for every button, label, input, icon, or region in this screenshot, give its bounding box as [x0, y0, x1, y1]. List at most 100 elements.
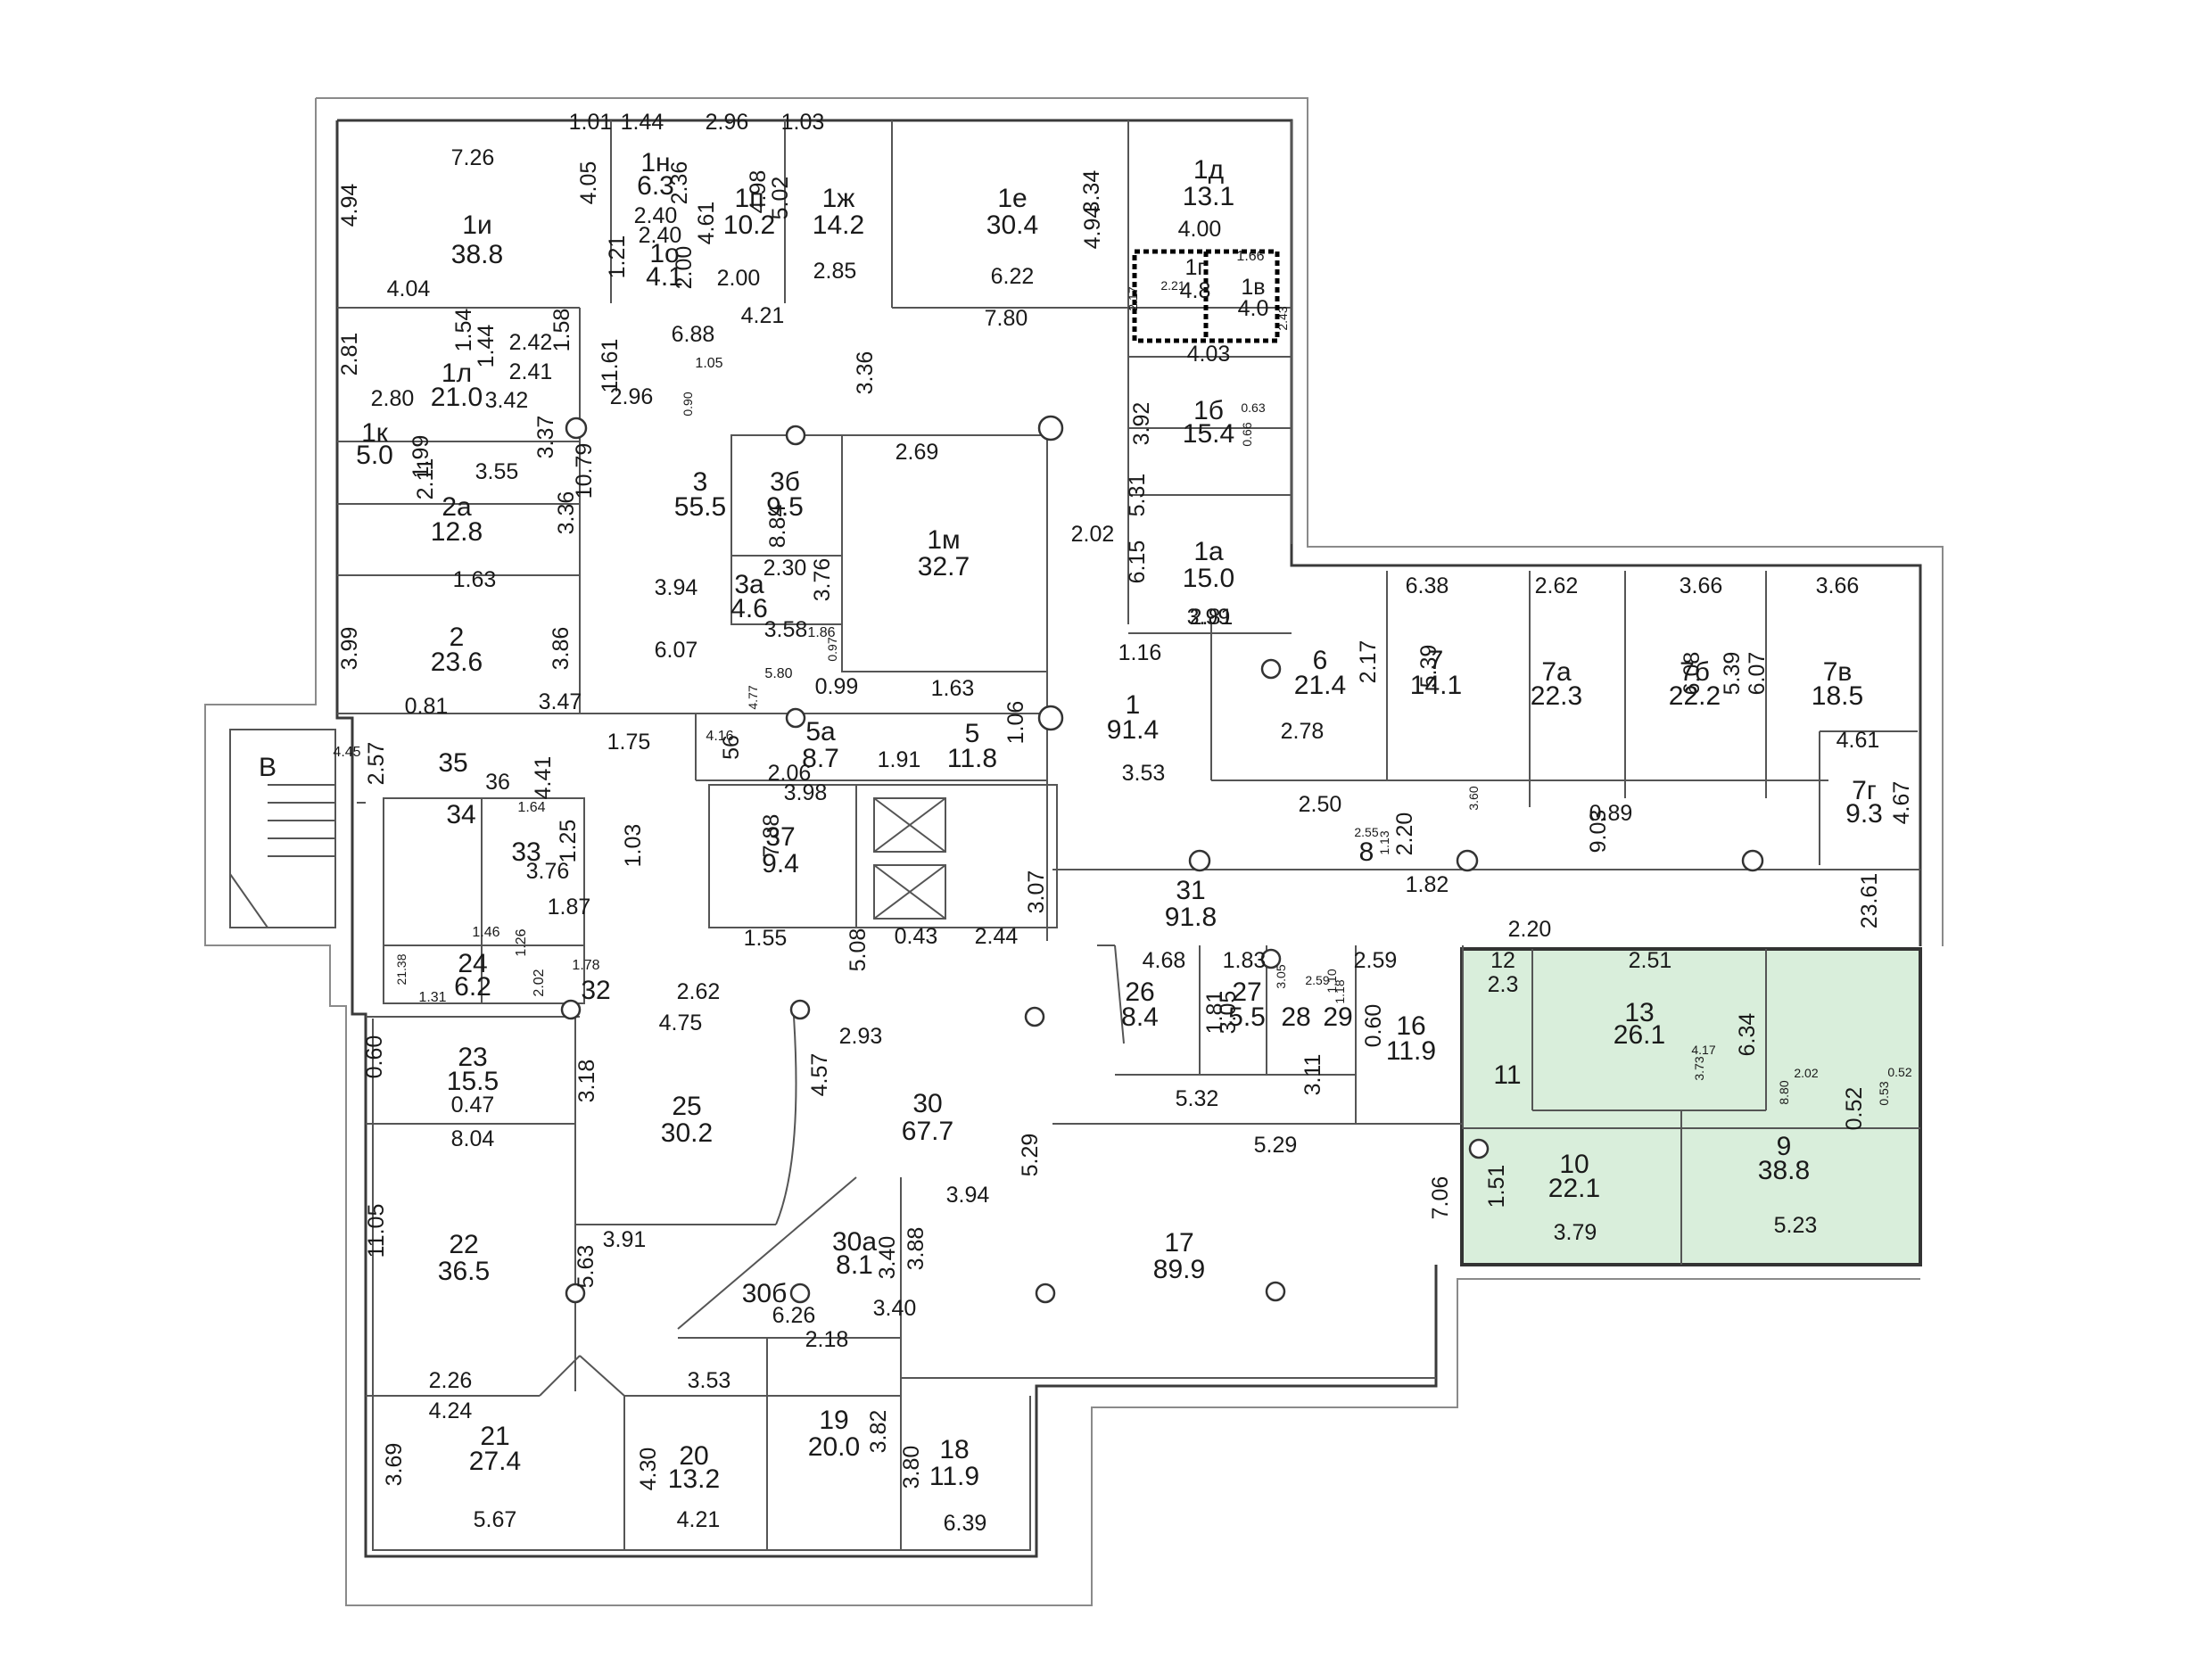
dimension-label: 3.60 [1466, 786, 1481, 810]
dimension-label: 11.05 [364, 1204, 389, 1258]
dimension-label: 5.67 [474, 1507, 517, 1532]
dimension-label: 3.34 [1079, 170, 1104, 214]
room-number: 29 [1323, 1002, 1352, 1032]
room-area: 13.2 [668, 1464, 720, 1494]
dimension-label: 1.51 [1484, 1165, 1509, 1208]
dimension-label: 4.30 [636, 1448, 661, 1491]
staircase: В [229, 729, 336, 928]
dimension-label: 2.18 [805, 1327, 849, 1352]
dimension-label: 2.44 [975, 924, 1019, 949]
dimension-label: 0.47 [451, 1093, 495, 1118]
dimension-label: 3.53 [688, 1368, 731, 1393]
dimension-label: 1.82 [1406, 872, 1449, 897]
room-area: 15.5 [447, 1067, 499, 1096]
dimension-label: 4.21 [677, 1507, 721, 1532]
dimension-label: 1.81 [1202, 991, 1227, 1035]
dimension-label: 1.21 [605, 235, 630, 279]
dimension-label: 7.88 [759, 814, 784, 858]
room-number: 1п [735, 184, 764, 213]
dimension-label: 2.02 [1794, 1066, 1818, 1080]
dimension-label: 3.18 [574, 1060, 599, 1103]
room-area: 4.6 [730, 594, 768, 623]
dimension-label: 3.76 [526, 859, 570, 884]
dimension-label: 4.16 [706, 729, 733, 744]
dimension-label: 2.93 [839, 1024, 883, 1049]
dimension-label: 8.84 [765, 505, 790, 549]
room-number: 3б [770, 467, 800, 497]
room-area: 11.9 [929, 1462, 979, 1491]
dimension-label: 0.99 [815, 674, 859, 699]
dimension-label: 0.52 [1842, 1087, 1867, 1131]
dimension-label: 3.42 [485, 388, 529, 413]
dimension-label: 3.79 [1554, 1220, 1597, 1245]
room-area: 2.3 [1488, 972, 1519, 997]
room-number: 1ж [822, 184, 855, 213]
dimension-label: 3.53 [1122, 761, 1166, 786]
room-area: 38.8 [1758, 1156, 1810, 1185]
room-area: 15.0 [1183, 564, 1234, 593]
dimension-label: 2.36 [667, 161, 692, 205]
room-number: 31 [1176, 876, 1205, 905]
room-number: 26 [1125, 977, 1154, 1007]
room-number: 7а [1541, 657, 1572, 687]
room-number: 1и [462, 210, 491, 240]
dimension-label: 8.04 [451, 1126, 495, 1151]
room-number: 1д [1193, 155, 1224, 185]
dimension-label: 1.75 [607, 730, 651, 755]
dimension-label: 2.62 [1535, 573, 1579, 598]
dimension-label: 0.81 [405, 694, 449, 719]
dimension-label: 3.76 [810, 558, 835, 602]
room-area: 4.8 [1180, 278, 1211, 303]
room-number: 22 [449, 1230, 478, 1259]
dimension-label: 2.11 [413, 458, 438, 500]
dimension-label: 4.61 [694, 202, 719, 245]
dimension-label: 4.17 [1691, 1043, 1715, 1057]
dimension-label: 0.43 [895, 924, 938, 949]
room-area: 4.0 [1238, 296, 1269, 321]
dimension-label: 1.54 [451, 309, 476, 352]
room-number: 12 [1490, 948, 1515, 973]
dimension-label: 2.26 [429, 1368, 473, 1393]
room-number: 1е [997, 184, 1027, 213]
dimension-label: 3.73 [1692, 1056, 1706, 1080]
room-labels: 1и 38.8 1н 6.3 1о 4.1 1п 10.2 1ж 14.2 1е… [356, 148, 1883, 1494]
dimension-label: 1.10 [1325, 969, 1339, 993]
dimension-label: 8.80 [1777, 1080, 1791, 1104]
highlighted-unit [1460, 947, 1922, 1266]
dimension-label: 4.41 [531, 756, 556, 800]
room-area: 36.5 [438, 1257, 490, 1286]
dimension-label: 4.75 [659, 1010, 703, 1035]
dimension-label: 7.26 [451, 145, 495, 170]
room-number: 1г [1184, 255, 1205, 280]
room-number: 1н [640, 148, 670, 177]
dimension-label: 4.94 [337, 184, 362, 227]
room-area: 9.3 [1845, 799, 1883, 829]
room-number: 6 [1313, 646, 1328, 675]
dimension-label: 2.59 [1305, 973, 1329, 987]
dimension-label: 10.79 [572, 443, 597, 499]
dimension-label: 1.13 [1377, 830, 1391, 854]
dimension-label: 1.03 [621, 824, 646, 868]
room-number: 10 [1559, 1150, 1589, 1179]
dimension-label: 3.69 [382, 1443, 407, 1487]
dimension-label: 2.62 [677, 979, 721, 1004]
dimension-label: 1.46 [472, 925, 499, 940]
elevator-shafts [873, 797, 946, 920]
room-area: 6.2 [454, 972, 491, 1002]
dimension-label: 2.02 [1071, 522, 1115, 547]
dimension-label: 6.39 [944, 1511, 987, 1536]
dimension-label: 1.05 [695, 356, 722, 371]
dimension-label: 6.07 [655, 638, 698, 663]
room-number: 3 [693, 467, 708, 497]
room-area: 5.0 [356, 441, 393, 470]
dimension-label: 5.39 [1416, 645, 1441, 689]
dimension-label: 3.36 [853, 351, 878, 395]
room-number: 24 [458, 949, 487, 978]
dimension-label: 1.78 [572, 958, 599, 973]
dimension-label: 0.63 [1241, 400, 1265, 415]
dimension-label: 1.86 [807, 625, 835, 640]
dimension-label: 5.80 [764, 666, 792, 681]
dimension-label: 0.66 [1240, 422, 1254, 446]
dimension-label: 1.03 [781, 110, 825, 135]
